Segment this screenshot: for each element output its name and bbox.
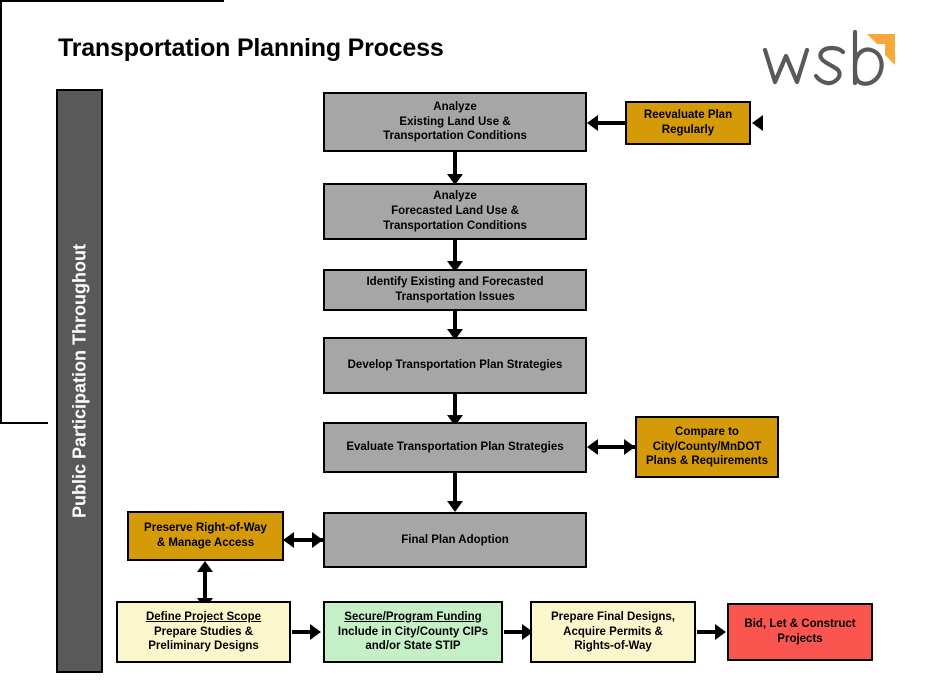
node-develop-strategies[interactable]: Develop Transportation Plan Strategies — [323, 337, 587, 394]
node-prepare-final-designs[interactable]: Prepare Final Designs, Acquire Permits &… — [530, 601, 696, 663]
node-line: Reevaluate Plan — [643, 109, 733, 122]
feedback-loop-segment-bottom — [0, 0, 224, 2]
node-evaluate-strategies[interactable]: Evaluate Transportation Plan Strategies — [323, 422, 587, 473]
connector-evaluate-to-compare — [597, 445, 636, 449]
connector-scope-to-funding — [292, 630, 312, 634]
arrowhead-down — [447, 174, 463, 185]
page-title: Transportation Planning Process — [58, 34, 444, 62]
node-line: Final Plan Adoption — [401, 533, 509, 546]
public-participation-label: Public Participation Throughout — [69, 244, 89, 518]
node-secure-program-funding[interactable]: Secure/Program Funding Include in City/C… — [323, 601, 503, 663]
arrowhead-down — [447, 501, 463, 512]
node-line: Projects — [777, 633, 823, 645]
node-line: Identify Existing and Forecasted — [366, 276, 544, 289]
node-line: Prepare Studies & — [153, 625, 254, 638]
node-line: Secure/Program Funding — [344, 610, 482, 623]
arrowhead-up — [197, 561, 213, 572]
node-compare-to-agencies[interactable]: Compare to City/County/MnDOT Plans & Req… — [635, 416, 779, 478]
node-line: Transportation Conditions — [383, 130, 527, 143]
feedback-loop-segment-top — [0, 422, 48, 424]
arrowhead-right — [310, 624, 321, 640]
wsb-logo — [755, 20, 905, 100]
node-line: Preliminary Designs — [148, 640, 259, 653]
node-line: Compare to — [675, 425, 739, 438]
connector-preserve-to-define-scope — [203, 570, 207, 600]
node-line: Prepare Final Designs, — [551, 610, 675, 623]
arrowhead-left — [587, 115, 598, 131]
node-line: Evaluate Transportation Plan Strategies — [346, 441, 564, 454]
node-bid-let-construct[interactable]: Bid, Let & Construct Projects — [727, 603, 873, 661]
arrowhead-down — [447, 261, 463, 272]
node-analyze-forecasted[interactable]: Analyze Forecasted Land Use & Transporta… — [323, 183, 587, 240]
node-preserve-right-of-way[interactable]: Preserve Right-of-Way & Manage Access — [127, 511, 284, 561]
node-analyze-existing[interactable]: Analyze Existing Land Use & Transportati… — [323, 92, 587, 152]
arrowhead-right — [522, 624, 533, 640]
node-line: Forecasted Land Use & — [391, 205, 519, 218]
arrowhead-left — [752, 115, 763, 131]
arrowhead-right — [715, 624, 726, 640]
node-line: Define Project Scope — [145, 610, 262, 623]
arrowhead-right — [312, 532, 323, 548]
arrowhead-down — [447, 415, 463, 426]
node-line: Rights-of-Way — [574, 640, 652, 653]
node-line: Transportation Issues — [395, 291, 515, 303]
node-line: Analyze — [433, 100, 477, 113]
node-define-project-scope[interactable]: Define Project Scope Prepare Studies & P… — [116, 601, 291, 663]
node-final-plan-adoption[interactable]: Final Plan Adoption — [323, 512, 587, 568]
arrowhead-right — [624, 439, 635, 455]
node-reevaluate-plan[interactable]: Reevaluate Plan Regularly — [625, 101, 751, 145]
node-line: Analyze — [433, 190, 477, 203]
node-line: City/County/MnDOT — [652, 440, 762, 453]
connector-reevaluate-to-analyze-existing — [598, 121, 626, 125]
node-line: & Manage Access — [156, 537, 255, 549]
node-line: Regularly — [661, 124, 715, 136]
connector-final-designs-to-bid — [697, 630, 717, 634]
public-participation-banner: Public Participation Throughout — [56, 89, 103, 673]
node-line: Plans & Requirements — [645, 455, 769, 468]
connector-forecasted-to-identify — [453, 240, 457, 264]
node-line: Transportation Conditions — [383, 219, 527, 232]
connector-funding-to-final-designs — [504, 630, 524, 634]
node-line: Existing Land Use & — [399, 115, 511, 128]
connector-develop-to-evaluate — [453, 394, 457, 418]
arrowhead-left — [283, 532, 294, 548]
feedback-loop-segment-right — [0, 2, 2, 422]
logo-arrow-icon — [867, 34, 895, 65]
node-identify-issues[interactable]: Identify Existing and Forecasted Transpo… — [323, 269, 587, 311]
arrowhead-left — [587, 439, 598, 455]
node-line: and/or State STIP — [365, 640, 461, 653]
connector-analyze-existing-to-forecasted — [453, 152, 457, 176]
node-line: Develop Transportation Plan Strategies — [347, 359, 563, 372]
node-line: Include in City/County CIPs — [337, 625, 489, 638]
connector-evaluate-to-final-plan — [453, 473, 457, 503]
arrowhead-down — [447, 329, 463, 340]
node-line: Acquire Permits & — [563, 625, 663, 638]
connector-preserve-to-final-plan — [294, 538, 324, 542]
connector-identify-to-develop — [453, 311, 457, 333]
node-line: Bid, Let & Construct — [744, 618, 856, 631]
node-line: Preserve Right-of-Way — [144, 522, 267, 535]
